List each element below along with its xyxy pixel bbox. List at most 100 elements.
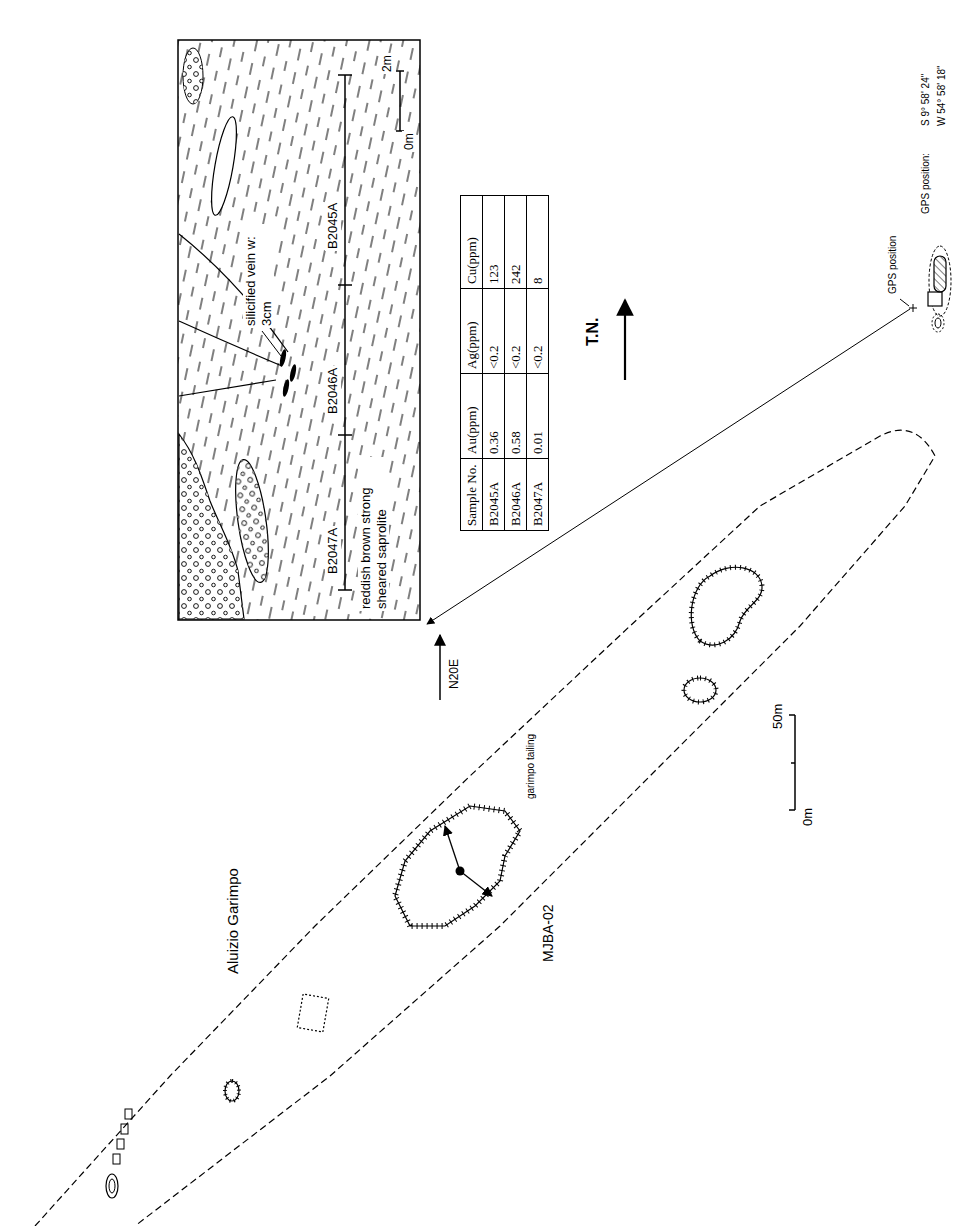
cell-value: <0.2 xyxy=(508,345,523,369)
garimpo-area xyxy=(684,678,716,702)
inset-scale-bar xyxy=(396,71,404,131)
cell-value: 123 xyxy=(486,265,501,285)
outcrop-sketch xyxy=(206,115,241,217)
gps-outcrop xyxy=(900,246,951,332)
sample-arrows xyxy=(445,826,460,871)
table-cell: 8 xyxy=(527,196,549,289)
assay-table-body: Sample No. Au(ppm) Ag(ppm) Cu(ppm) B2045A 0.3… xyxy=(461,196,549,531)
gps-outcrop xyxy=(928,292,942,306)
garimpo-area xyxy=(395,806,520,926)
rock-description: reddish brown strong sheared saprolite xyxy=(358,457,389,611)
table-cell: Au(ppm) xyxy=(461,374,483,459)
outcrop-sketch xyxy=(183,48,203,104)
gps-label: GPS position: xyxy=(920,151,932,216)
assay-table: Sample No. Au(ppm) Ag(ppm) Cu(ppm) B2045A 0.3… xyxy=(460,195,549,531)
garimpo-area xyxy=(109,1179,115,1193)
table-row: B2047A 0.01 <0.2 8 xyxy=(527,196,549,531)
north-arrow xyxy=(624,300,626,380)
map-scale-bar xyxy=(791,762,795,764)
gps-outcrop xyxy=(900,299,909,306)
garimpo-area xyxy=(225,1081,239,1101)
table-cell: 242 xyxy=(505,196,527,289)
outcrop-sketch xyxy=(282,379,291,398)
orientation-arrow xyxy=(439,635,441,700)
cell-value: 8 xyxy=(530,278,545,285)
outcrop-sketch xyxy=(178,40,420,620)
table-cell: Ag(ppm) xyxy=(461,289,483,374)
column-header: Ag(ppm) xyxy=(464,321,479,369)
gps-coordinate: S 9° 58' 24" xyxy=(920,72,932,128)
direction-label: N20E xyxy=(447,657,461,691)
cell-value: B2046A xyxy=(508,482,523,526)
gps-outcrop xyxy=(909,308,917,309)
garimpo-area xyxy=(691,567,762,645)
scale-label: 0m xyxy=(800,806,816,828)
cell-value: B2047A xyxy=(530,482,545,526)
garimpo-area xyxy=(684,678,716,702)
table-cell: <0.2 xyxy=(483,289,505,374)
gps-coordinate: W 54° 58' 18" xyxy=(936,63,948,128)
gps-outcrop xyxy=(929,246,951,316)
outcrop-sketch xyxy=(289,364,298,383)
garimpo-area xyxy=(113,1154,120,1164)
garimpo-area xyxy=(106,1174,118,1198)
sample-number: B2045A xyxy=(325,201,341,251)
scale-label: 2m xyxy=(380,53,394,74)
outcrop-sketch xyxy=(179,380,276,396)
sample-line xyxy=(338,74,352,76)
sample-arrows xyxy=(445,826,492,896)
sample-line xyxy=(344,75,346,590)
table-cell: Sample No. xyxy=(461,459,483,531)
table-cell: <0.2 xyxy=(505,289,527,374)
table-cell: B2047A xyxy=(527,459,549,531)
table-cell: <0.2 xyxy=(527,289,549,374)
cell-value: 0.01 xyxy=(530,431,545,454)
gps-outcrop xyxy=(935,318,941,328)
cell-value: <0.2 xyxy=(530,345,545,369)
sample-arrows xyxy=(460,871,492,896)
gps-outcrop xyxy=(932,314,944,332)
garimpo-area xyxy=(121,1124,128,1134)
outcrop-sketch xyxy=(179,434,244,619)
sample-number: B2047A xyxy=(325,526,341,576)
table-cell: 123 xyxy=(483,196,505,289)
sample-line xyxy=(338,434,352,436)
garimpo-area xyxy=(125,1109,132,1119)
table-cell: 0.36 xyxy=(483,374,505,459)
feature-note: garimpo tailing xyxy=(525,732,537,801)
sample-line xyxy=(338,284,352,286)
sample-id: MJBA-02 xyxy=(540,902,557,964)
inset-frame xyxy=(178,40,420,620)
sample-number: B2046A xyxy=(325,366,341,416)
outcrop-sketch xyxy=(230,458,275,585)
outcrop-sketch xyxy=(279,349,288,368)
column-header: Sample No. xyxy=(464,465,479,526)
gps-label: GPS position xyxy=(887,234,899,296)
table-cell: 0.58 xyxy=(505,374,527,459)
map-scale-bar xyxy=(789,715,795,810)
table-row: Sample No. Au(ppm) Ag(ppm) Cu(ppm) xyxy=(461,196,483,531)
garimpo-area xyxy=(35,430,935,1226)
table-cell: B2045A xyxy=(483,459,505,531)
garimpo-area xyxy=(395,806,520,926)
garimpo-area xyxy=(225,1081,239,1101)
outcrop-sketch xyxy=(230,458,275,585)
outcrop-sketch xyxy=(262,331,281,356)
column-header: Cu(ppm) xyxy=(464,237,479,284)
outcrop-sketch xyxy=(179,434,244,619)
cell-value: <0.2 xyxy=(486,345,501,369)
map-scale-bar xyxy=(789,714,795,716)
table-row: B2045A 0.36 <0.2 123 xyxy=(483,196,505,531)
gps-outcrop xyxy=(934,256,946,292)
table-row: B2046A 0.58 <0.2 242 xyxy=(505,196,527,531)
garimpo-area xyxy=(297,994,329,1032)
cell-value: 0.58 xyxy=(508,431,523,454)
cell-value: 0.36 xyxy=(486,431,501,454)
column-header: Au(ppm) xyxy=(464,406,479,454)
inset-scale-bar xyxy=(396,70,404,72)
garimpo-area xyxy=(35,430,935,1226)
north-label: T.N. xyxy=(583,316,602,348)
vein-note: silicified vein w: 3cm xyxy=(243,224,274,328)
